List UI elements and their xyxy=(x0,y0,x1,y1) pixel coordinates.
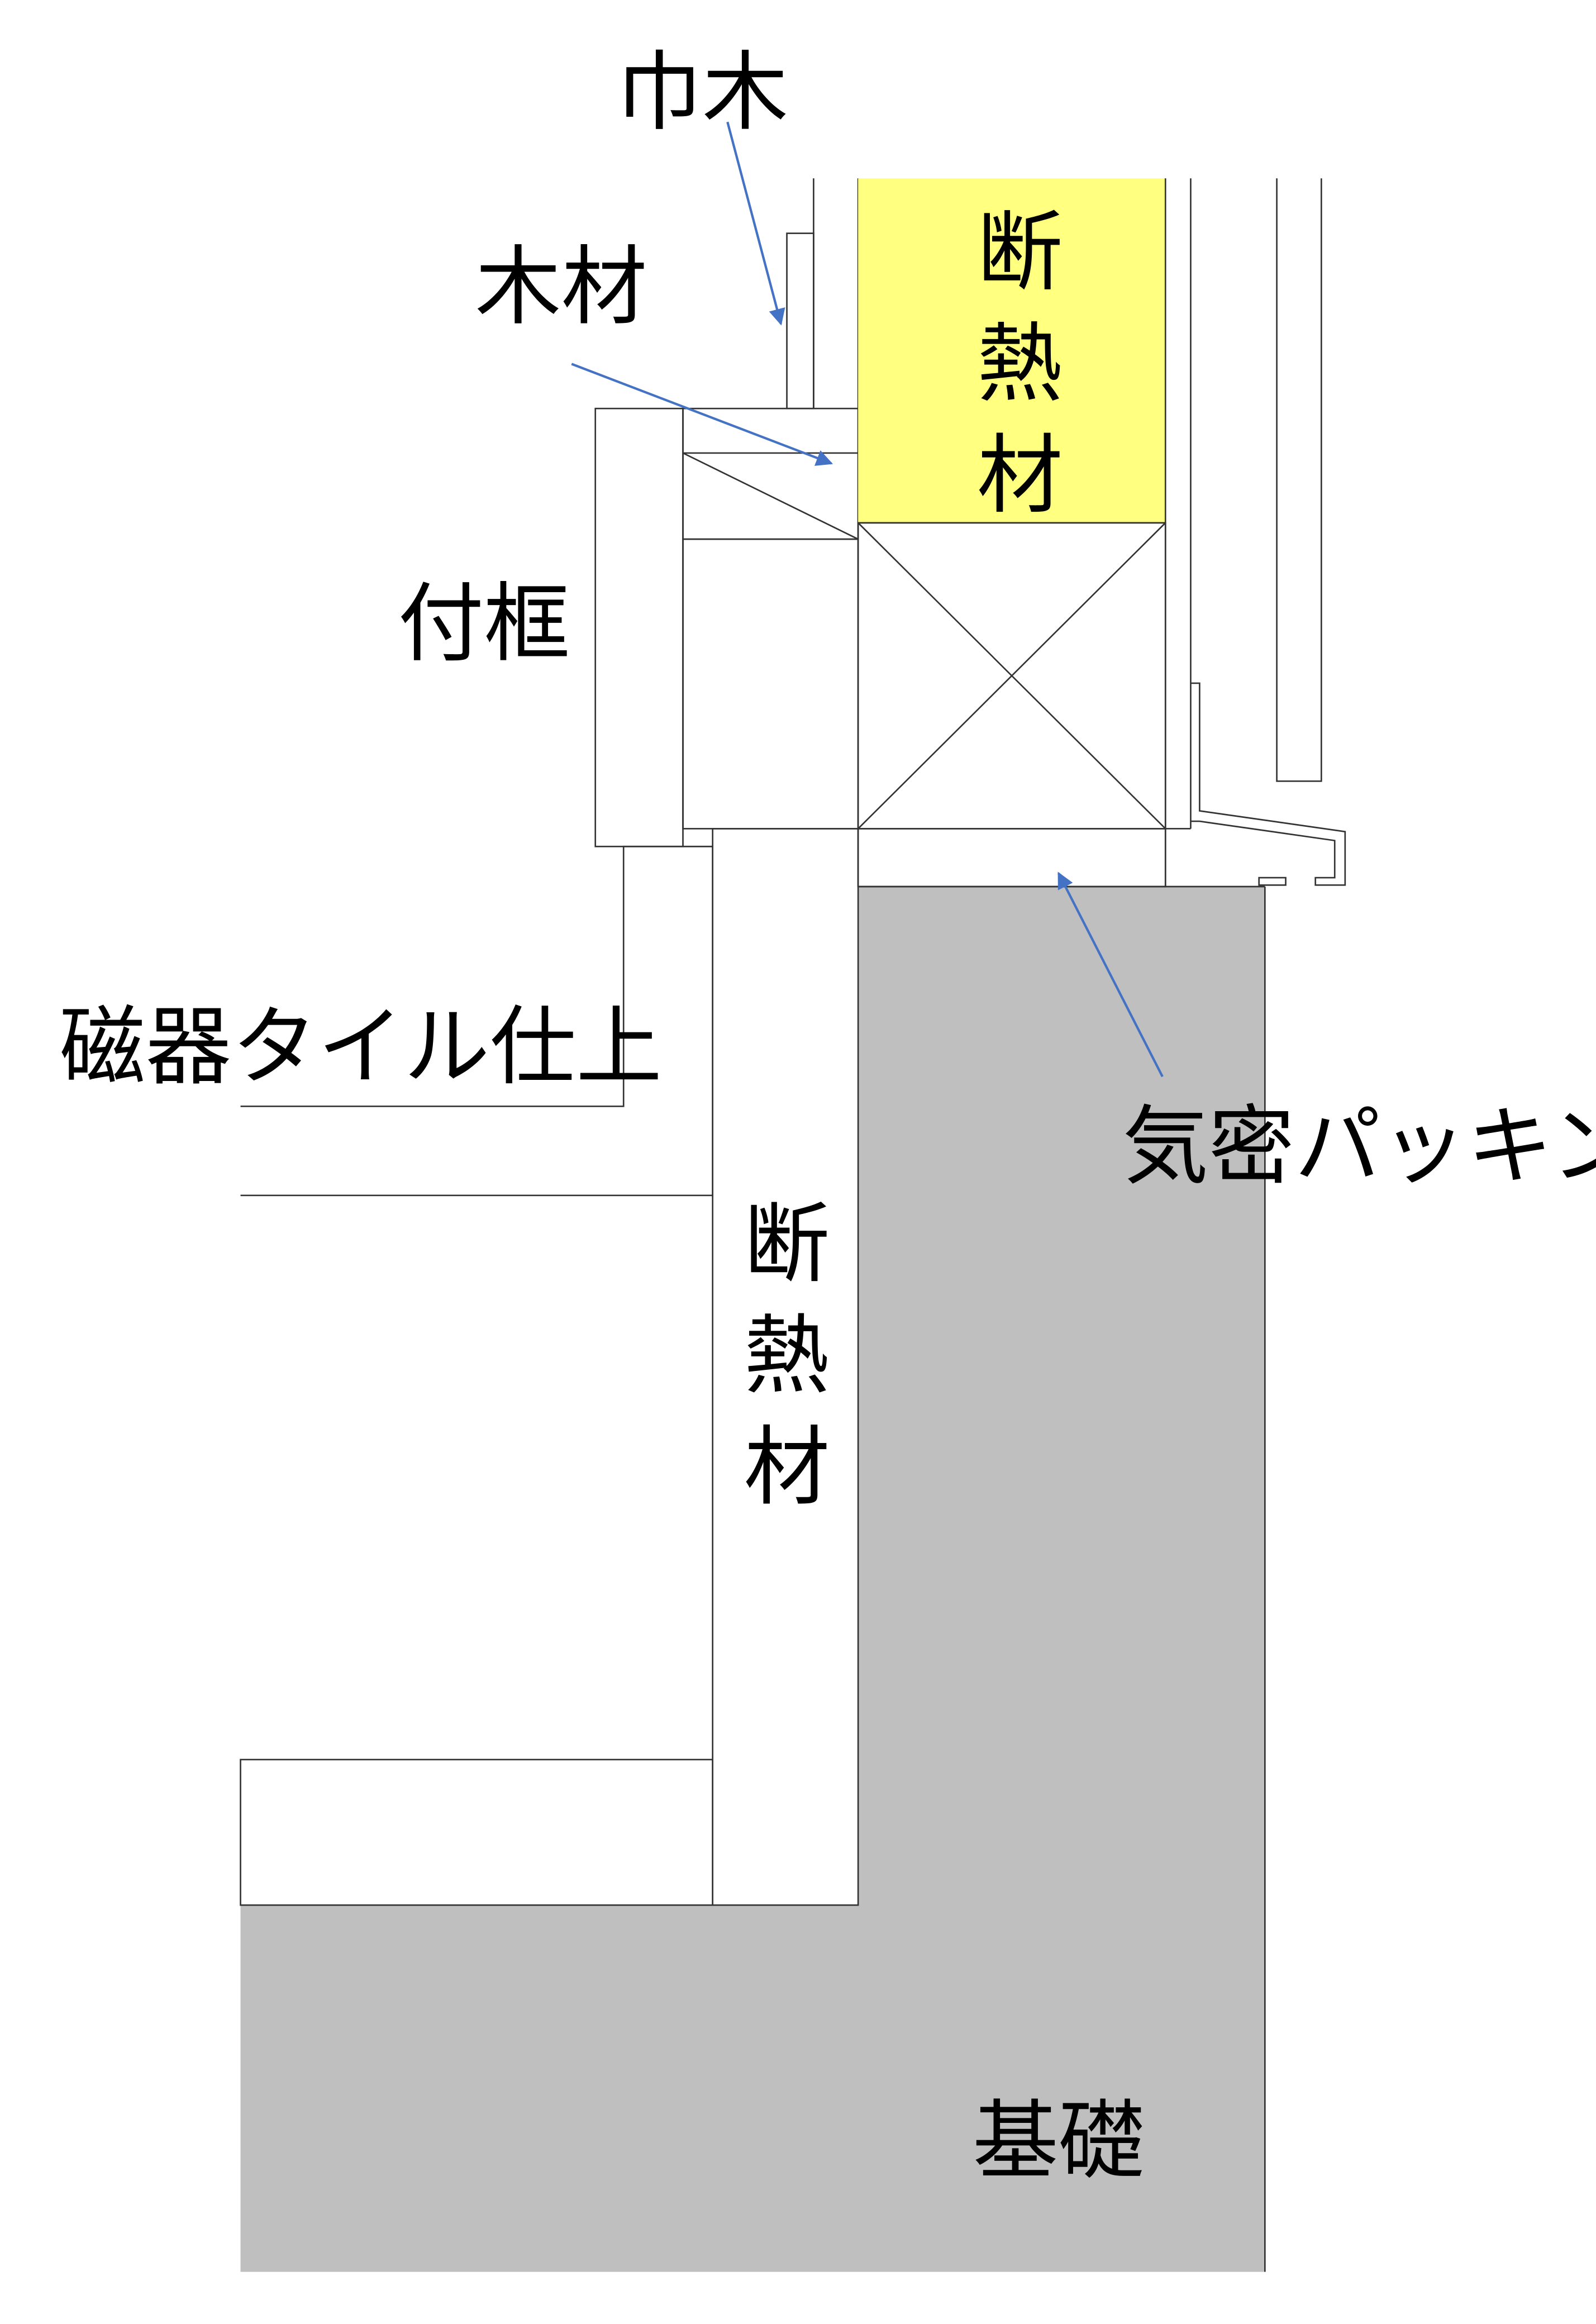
lumber-arrow xyxy=(571,363,833,466)
packing-arrow xyxy=(1057,872,1164,1078)
airtight-packing-label: 気密パッキン xyxy=(1122,1097,1596,1197)
insulation-floor xyxy=(240,1759,714,1906)
baseboard-label: 巾木 xyxy=(616,42,788,142)
insulation-wall xyxy=(858,178,1166,523)
insulation-upper-cyan xyxy=(682,538,859,830)
label-char: 熱 xyxy=(977,315,1063,415)
foundation xyxy=(240,887,1265,2272)
window-sash xyxy=(1276,178,1322,782)
airtight-packing xyxy=(857,828,1166,888)
window-sill-profile xyxy=(1190,682,1346,886)
cross-line xyxy=(857,522,1166,830)
insulation-lower-label: 断 熱 材 xyxy=(744,1195,830,1518)
subframe-label: 付框 xyxy=(398,574,570,674)
label-char: 熱 xyxy=(744,1306,830,1406)
baseboard xyxy=(786,232,814,409)
lumber xyxy=(682,407,859,540)
sill-rail xyxy=(1258,877,1287,886)
label-char: 断 xyxy=(744,1195,830,1295)
lumber-label: 木材 xyxy=(475,237,647,337)
tile-finish-label: 磁器タイル仕上 xyxy=(59,997,662,1097)
insulation-upper-label: 断 熱 材 xyxy=(977,203,1063,526)
subframe xyxy=(594,407,684,847)
lumber-diagonal xyxy=(682,452,859,540)
baseboard-arrow xyxy=(726,121,785,326)
foundation-label: 基礎 xyxy=(973,2092,1145,2192)
label-char: 材 xyxy=(744,1417,830,1517)
label-char: 材 xyxy=(977,426,1063,526)
label-char: 断 xyxy=(977,203,1063,303)
